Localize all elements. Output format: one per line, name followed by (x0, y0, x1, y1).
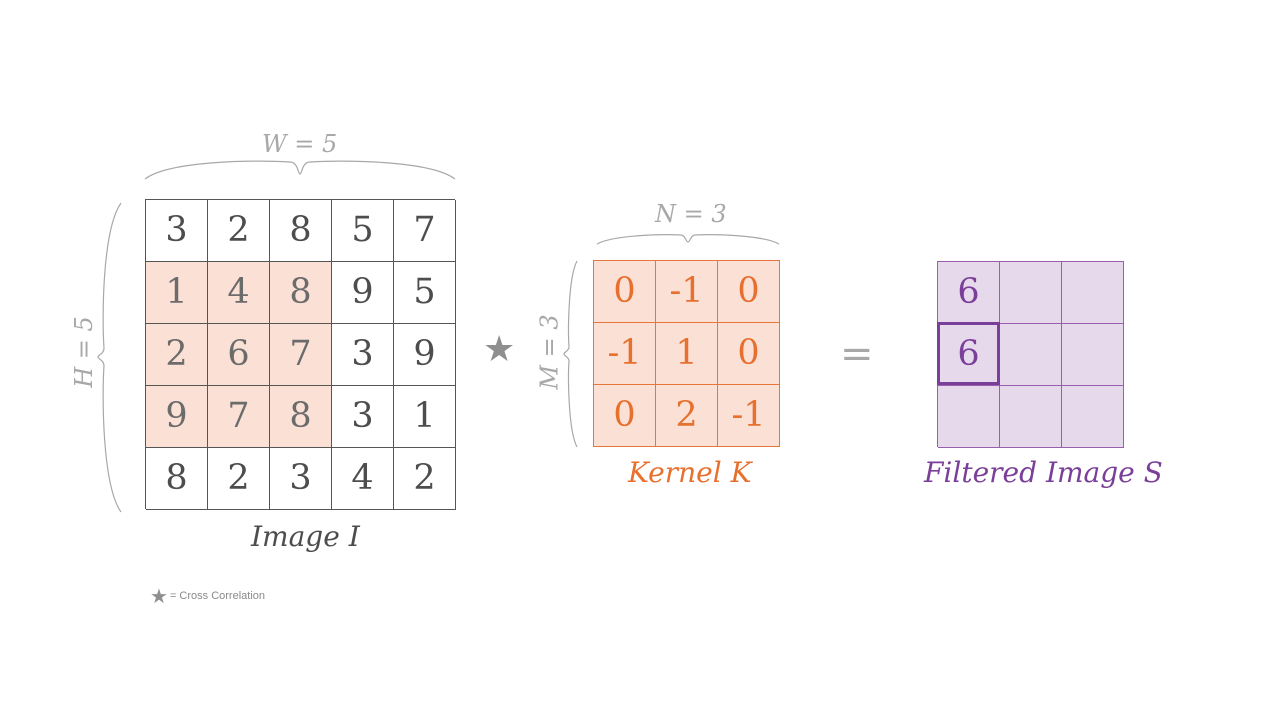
image-height-brace (97, 202, 122, 513)
image-cell-r4-c0: 8 (146, 448, 208, 510)
equals-sign: = (840, 331, 874, 377)
output-cell-r0-c1 (1000, 262, 1062, 324)
kernel-cell-r0-c1: -1 (656, 261, 718, 323)
output-cell-r2-c2 (1062, 386, 1124, 448)
image-cell-r0-c0: 3 (146, 200, 208, 262)
image-cell-r4-c3: 4 (332, 448, 394, 510)
cross-correlation-operator: ★ (483, 329, 516, 370)
kernel-cell-r1-c0: -1 (594, 323, 656, 385)
image-cell-r1-c2: 8 (270, 262, 332, 324)
image-cell-r4-c1: 2 (208, 448, 270, 510)
image-cell-r2-c1: 6 (208, 324, 270, 386)
image-cell-r3-c4: 1 (394, 386, 456, 448)
kernel-cell-r0-c2: 0 (718, 261, 780, 323)
output-cell-r0-c0: 6 (938, 262, 1000, 324)
kernel-caption: Kernel K (628, 456, 752, 489)
image-width-label: W = 5 (262, 130, 338, 158)
output-cell-r2-c0 (938, 386, 1000, 448)
image-cell-r1-c0: 1 (146, 262, 208, 324)
kernel-width-brace (596, 234, 780, 245)
output-cell-r2-c1 (1000, 386, 1062, 448)
output-cell-r0-c2 (1062, 262, 1124, 324)
image-cell-r1-c3: 9 (332, 262, 394, 324)
image-cell-r0-c1: 2 (208, 200, 270, 262)
image-cell-r2-c2: 7 (270, 324, 332, 386)
image-cell-r3-c2: 8 (270, 386, 332, 448)
image-cell-r0-c3: 5 (332, 200, 394, 262)
image-cell-r0-c4: 7 (394, 200, 456, 262)
image-cell-r3-c3: 3 (332, 386, 394, 448)
kernel-cell-r0-c0: 0 (594, 261, 656, 323)
kernel-cell-r1-c1: 1 (656, 323, 718, 385)
kernel-width-label: N = 3 (655, 200, 727, 228)
image-cell-r1-c1: 4 (208, 262, 270, 324)
image-width-brace (144, 160, 456, 180)
image-caption: Image I (251, 520, 360, 553)
image-cell-r2-c3: 3 (332, 324, 394, 386)
kernel-height-label: M = 3 (535, 314, 564, 390)
image-cell-r2-c0: 2 (146, 324, 208, 386)
kernel-cell-r2-c2: -1 (718, 385, 780, 447)
image-cell-r1-c4: 5 (394, 262, 456, 324)
star-icon: ★ (150, 584, 168, 608)
kernel-cell-r2-c1: 2 (656, 385, 718, 447)
image-cell-r3-c1: 7 (208, 386, 270, 448)
image-cell-r4-c4: 2 (394, 448, 456, 510)
image-height-label: H = 5 (69, 316, 98, 388)
output-caption: Filtered Image S (924, 456, 1163, 489)
legend-text: = Cross Correlation (169, 590, 266, 602)
image-cell-r3-c0: 9 (146, 386, 208, 448)
image-cell-r0-c2: 8 (270, 200, 332, 262)
image-cell-r2-c4: 9 (394, 324, 456, 386)
kernel-cell-r2-c0: 0 (594, 385, 656, 447)
kernel-cell-r1-c2: 0 (718, 323, 780, 385)
output-cell-r1-c2 (1062, 324, 1124, 386)
legend: ★ = Cross Correlation (150, 584, 265, 608)
current-output-cell-highlight (937, 322, 1000, 385)
image-cell-r4-c2: 3 (270, 448, 332, 510)
output-cell-r1-c1 (1000, 324, 1062, 386)
kernel-height-brace (563, 260, 578, 448)
